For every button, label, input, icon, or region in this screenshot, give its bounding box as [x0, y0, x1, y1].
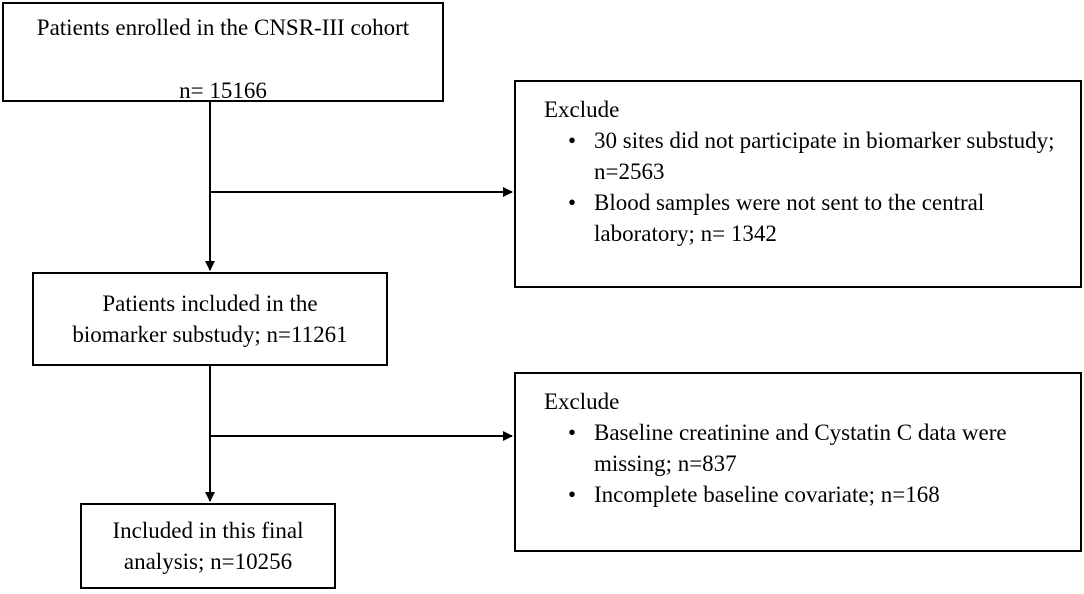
bullet-icon: •: [568, 482, 577, 507]
enrolled-box: Patients enrolled in the CNSR-III cohort…: [2, 2, 444, 103]
exclusion-box-2: Exclude • Baseline creatinine and Cystat…: [514, 372, 1082, 552]
exclusion-list: • 30 sites did not participate in biomar…: [544, 125, 1080, 249]
substudy-count: biomarker substudy; n=11261: [72, 322, 348, 347]
bullet-icon: •: [568, 420, 577, 445]
exclusion-list: • Baseline creatinine and Cystatin C dat…: [544, 417, 1080, 510]
list-item: • Blood samples were not sent to the cen…: [544, 187, 1060, 249]
list-item: • Baseline creatinine and Cystatin C dat…: [544, 417, 1060, 479]
list-item: • 30 sites did not participate in biomar…: [544, 125, 1060, 187]
exclusion-reason: 30 sites did not participate in biomarke…: [594, 128, 1055, 184]
exclusion-title: Exclude: [544, 389, 620, 414]
exclusion-title: Exclude: [544, 97, 620, 122]
final-count: analysis; n=10256: [123, 549, 293, 574]
substudy-box: Patients included in the biomarker subst…: [32, 272, 388, 366]
exclusion-reason: Baseline creatinine and Cystatin C data …: [594, 420, 1007, 476]
exclusion-reason: Incomplete baseline covariate; n=168: [594, 482, 940, 507]
final-title: Included in this final: [112, 518, 304, 543]
bullet-icon: •: [568, 190, 577, 215]
exclusion-reason: Blood samples were not sent to the centr…: [594, 190, 985, 246]
exclusion-box-1: Exclude • 30 sites did not participate i…: [514, 80, 1082, 288]
enrolled-count: n= 15166: [179, 78, 267, 103]
list-item: • Incomplete baseline covariate; n=168: [544, 479, 1060, 510]
bullet-icon: •: [568, 128, 577, 153]
final-analysis-box: Included in this final analysis; n=10256: [80, 503, 336, 589]
enrolled-title: Patients enrolled in the CNSR-III cohort: [36, 15, 410, 40]
substudy-title: Patients included in the: [102, 291, 318, 316]
